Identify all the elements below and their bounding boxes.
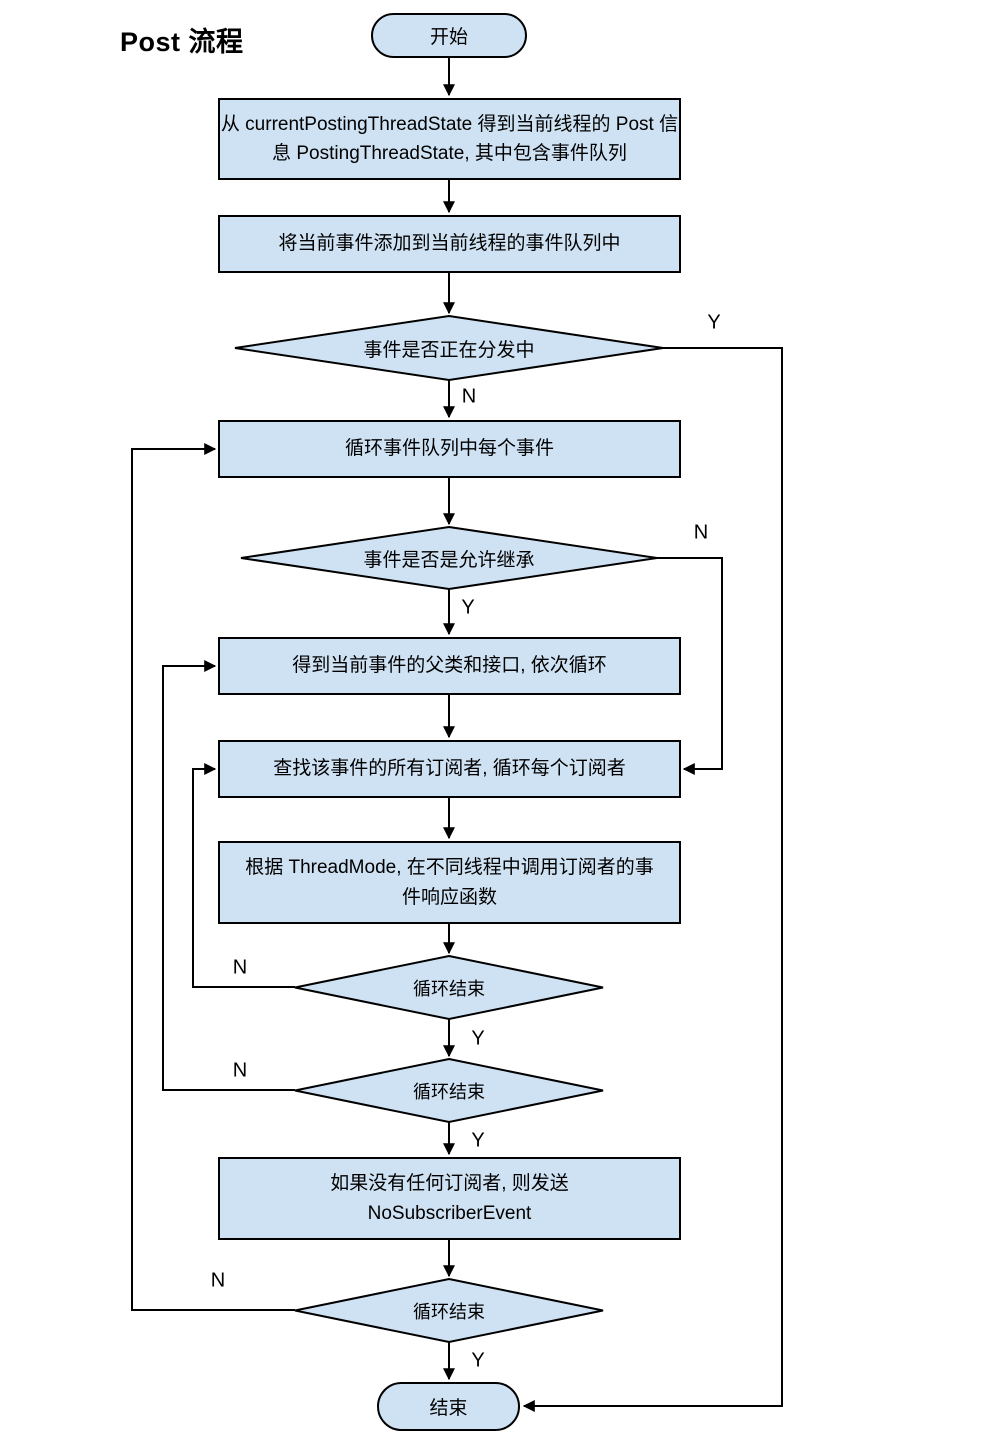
edge-label-d3-no: N — [232, 956, 248, 979]
node-add-event-to-queue: 将当前事件添加到当前线程的事件队列中 — [218, 215, 681, 273]
edge-d2-no-to-p5 — [657, 557, 723, 775]
node-start: 开始 — [371, 13, 527, 58]
edge-d1-yes-to-end — [522, 347, 783, 1412]
edge-label-d2-yes: Y — [461, 596, 475, 619]
edge-label-d2-no: N — [693, 521, 709, 544]
edge-label-d5-no: N — [210, 1269, 226, 1292]
node-no-subscriber-event-label: 如果没有任何订阅者, 则发送 NoSubscriberEvent — [330, 1173, 569, 1224]
decision-event-inheritance-shape — [240, 525, 658, 591]
decision-loop-end-1-shape — [294, 954, 604, 1021]
node-get-posting-thread-state-label: 从 currentPostingThreadState 得到当前线程的 Post… — [220, 113, 679, 164]
edge-label-d1-no: N — [461, 385, 477, 408]
node-get-superclasses-interfaces: 得到当前事件的父类和接口, 依次循环 — [218, 637, 681, 695]
node-end: 结束 — [377, 1382, 520, 1431]
node-find-subscribers: 查找该事件的所有订阅者, 循环每个订阅者 — [218, 740, 681, 798]
node-get-posting-thread-state: 从 currentPostingThreadState 得到当前线程的 Post… — [218, 98, 681, 180]
node-invoke-by-thread-mode: 根据 ThreadMode, 在不同线程中调用订阅者的事件响应函数 — [218, 841, 681, 924]
edge-d4-no-to-p4 — [162, 660, 295, 1091]
decision-loop-end-3-shape — [294, 1277, 604, 1344]
node-end-label: 结束 — [429, 1398, 468, 1419]
edge-label-d5-yes: Y — [471, 1349, 485, 1372]
decision-loop-end-2-shape — [294, 1057, 604, 1124]
edge-label-d4-no: N — [232, 1059, 248, 1082]
node-no-subscriber-event: 如果没有任何订阅者, 则发送 NoSubscriberEvent — [218, 1157, 681, 1240]
node-loop-event-queue-label: 循环事件队列中每个事件 — [344, 438, 554, 460]
edge-label-d3-yes: Y — [471, 1027, 485, 1050]
edge-d3-no-to-p5 — [192, 763, 295, 988]
node-loop-event-queue: 循环事件队列中每个事件 — [218, 420, 681, 478]
decision-event-dispatching-shape — [234, 314, 664, 382]
edge-label-d1-yes: Y — [707, 311, 721, 334]
node-find-subscribers-label: 查找该事件的所有订阅者, 循环每个订阅者 — [273, 758, 626, 780]
page-title: Post 流程 — [120, 27, 244, 57]
node-add-event-to-queue-label: 将当前事件添加到当前线程的事件队列中 — [278, 233, 621, 255]
node-invoke-by-thread-mode-label: 根据 ThreadMode, 在不同线程中调用订阅者的事件响应函数 — [245, 857, 654, 908]
edge-label-d4-yes: Y — [471, 1129, 485, 1152]
edge-d5-no-to-p3 — [131, 443, 295, 1311]
node-get-superclasses-interfaces-label: 得到当前事件的父类和接口, 依次循环 — [292, 655, 607, 677]
node-start-label: 开始 — [429, 27, 468, 48]
